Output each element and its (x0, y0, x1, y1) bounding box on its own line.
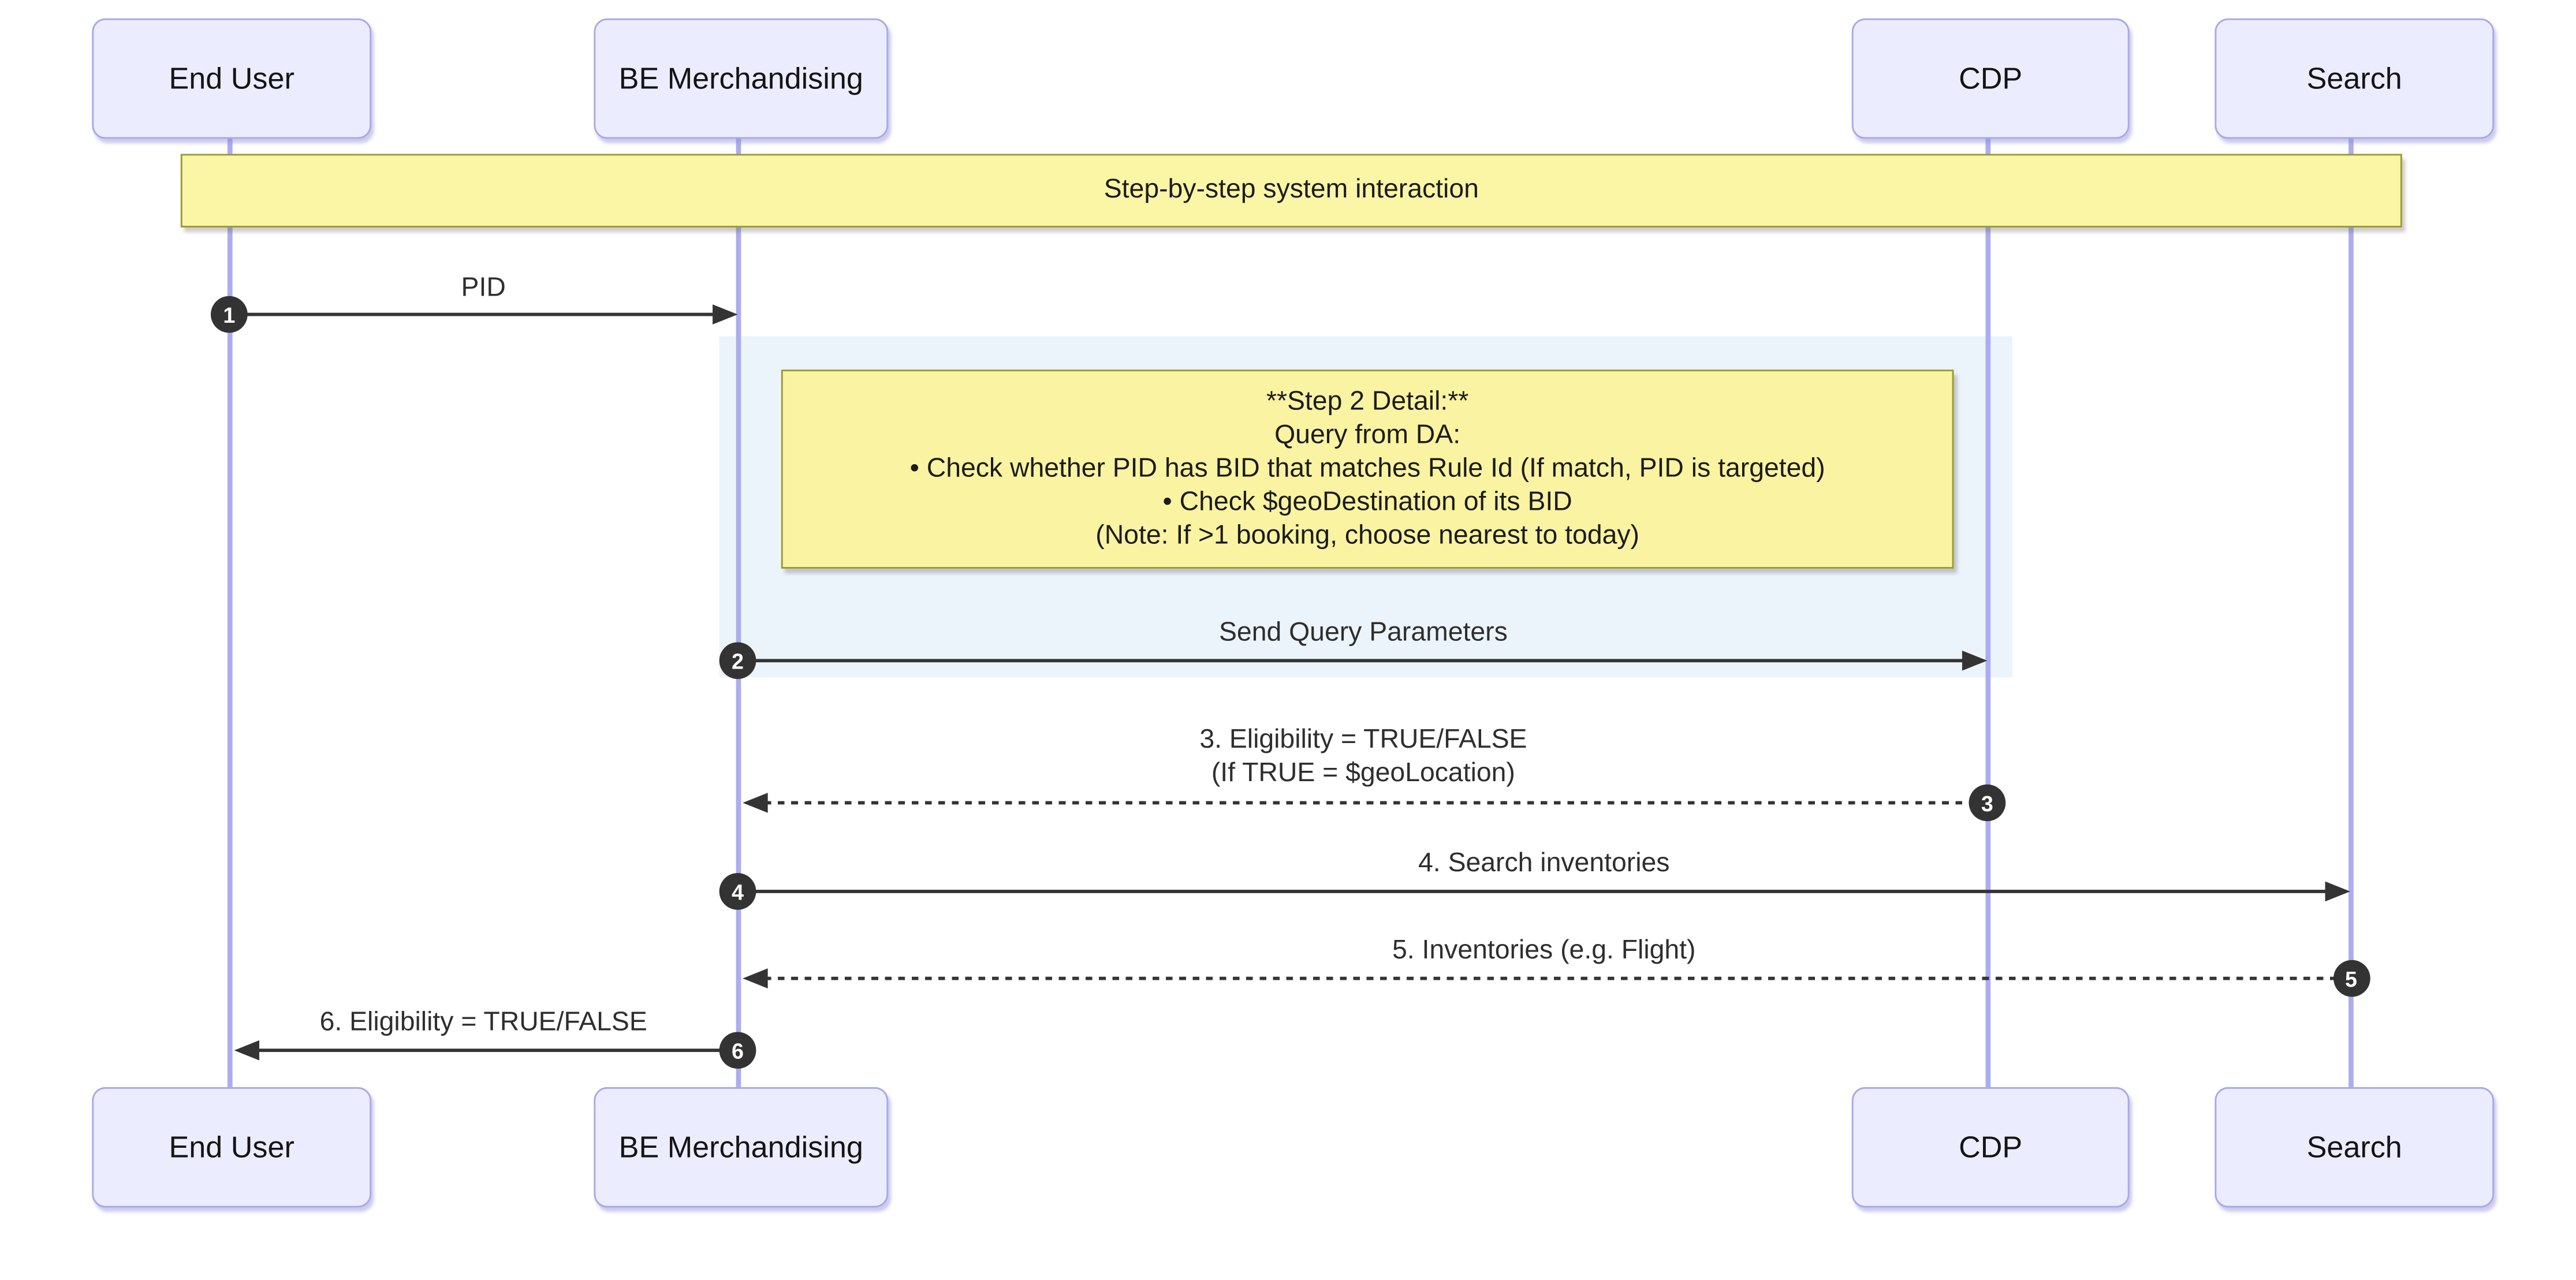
step2-note: **Step 2 Detail:** Query from DA: • Chec… (781, 370, 1954, 569)
actor-label: BE Merchandising (618, 61, 863, 95)
actor-bottom-be-merchandising: BE Merchandising (594, 1087, 889, 1208)
message-2-arrowhead-icon (1962, 650, 1988, 671)
message-1-arrowhead-icon (713, 304, 738, 324)
note-line: (Note: If >1 booking, choose nearest to … (1095, 521, 1639, 551)
banner-label: Step-by-step system interaction (1104, 176, 1479, 204)
note-line: Query from DA: (1274, 421, 1461, 450)
message-3-label-line2: (If TRUE = $geoLocation) (1211, 759, 1515, 788)
message-5-line (764, 976, 2351, 980)
message-2-number-badge: 2 (719, 642, 756, 680)
message-2-label: Send Query Parameters (1218, 618, 1508, 648)
message-4-arrowhead-icon (2325, 881, 2351, 902)
message-4-line (737, 890, 2329, 893)
message-5-label: 5. Inventories (e.g. Flight) (1392, 936, 1696, 965)
actor-top-be-merchandising: BE Merchandising (594, 18, 889, 139)
message-4-label: 4. Search inventories (1418, 849, 1670, 878)
lifeline-cdp (1985, 135, 1991, 1087)
message-4-number-badge: 4 (719, 873, 756, 910)
message-3-label-line1: 3. Eligibility = TRUE/FALSE (1199, 726, 1527, 755)
actor-bottom-end-user: End User (92, 1087, 372, 1208)
message-1-number-badge: 1 (210, 296, 248, 333)
message-3-arrowhead-icon (743, 793, 768, 813)
message-3-line (764, 801, 1988, 805)
message-5-number-badge: 5 (2332, 960, 2370, 997)
message-6-arrowhead-icon (234, 1040, 260, 1061)
note-line: • Check $geoDestination of its BID (1162, 488, 1572, 517)
actor-label: Search (2306, 1129, 2402, 1163)
actor-label: BE Merchandising (618, 1129, 863, 1163)
message-6-number-badge: 6 (719, 1032, 756, 1069)
message-1-line (229, 312, 713, 316)
actor-bottom-cdp: CDP (1851, 1087, 2130, 1208)
note-line: • Check whether PID has BID that matches… (909, 454, 1825, 484)
message-6-line (256, 1048, 738, 1053)
actor-top-search: Search (2215, 18, 2495, 139)
message-3-label: 3. Eligibility = TRUE/FALSE (If TRUE = $… (1199, 724, 1527, 791)
actor-label: CDP (1959, 1129, 2023, 1163)
actor-top-cdp: CDP (1851, 18, 2130, 139)
message-2-line (737, 659, 1966, 663)
note-line: **Step 2 Detail:** (1266, 388, 1469, 417)
message-1-label: PID (461, 274, 506, 303)
lifeline-search (2348, 135, 2354, 1087)
actor-bottom-search: Search (2215, 1087, 2495, 1208)
actor-label: CDP (1959, 61, 2023, 95)
message-5-arrowhead-icon (743, 968, 768, 989)
actor-label: Search (2306, 61, 2402, 95)
banner-title: Step-by-step system interaction (180, 154, 2402, 227)
actor-label: End User (169, 61, 294, 95)
lifeline-be-merchandising (735, 135, 740, 1087)
lifeline-end-user (226, 135, 232, 1087)
actor-label: End User (169, 1129, 294, 1163)
actor-top-end-user: End User (92, 18, 372, 139)
message-3-number-badge: 3 (1969, 784, 2006, 822)
message-6-label: 6. Eligibility = TRUE/FALSE (319, 1008, 647, 1038)
